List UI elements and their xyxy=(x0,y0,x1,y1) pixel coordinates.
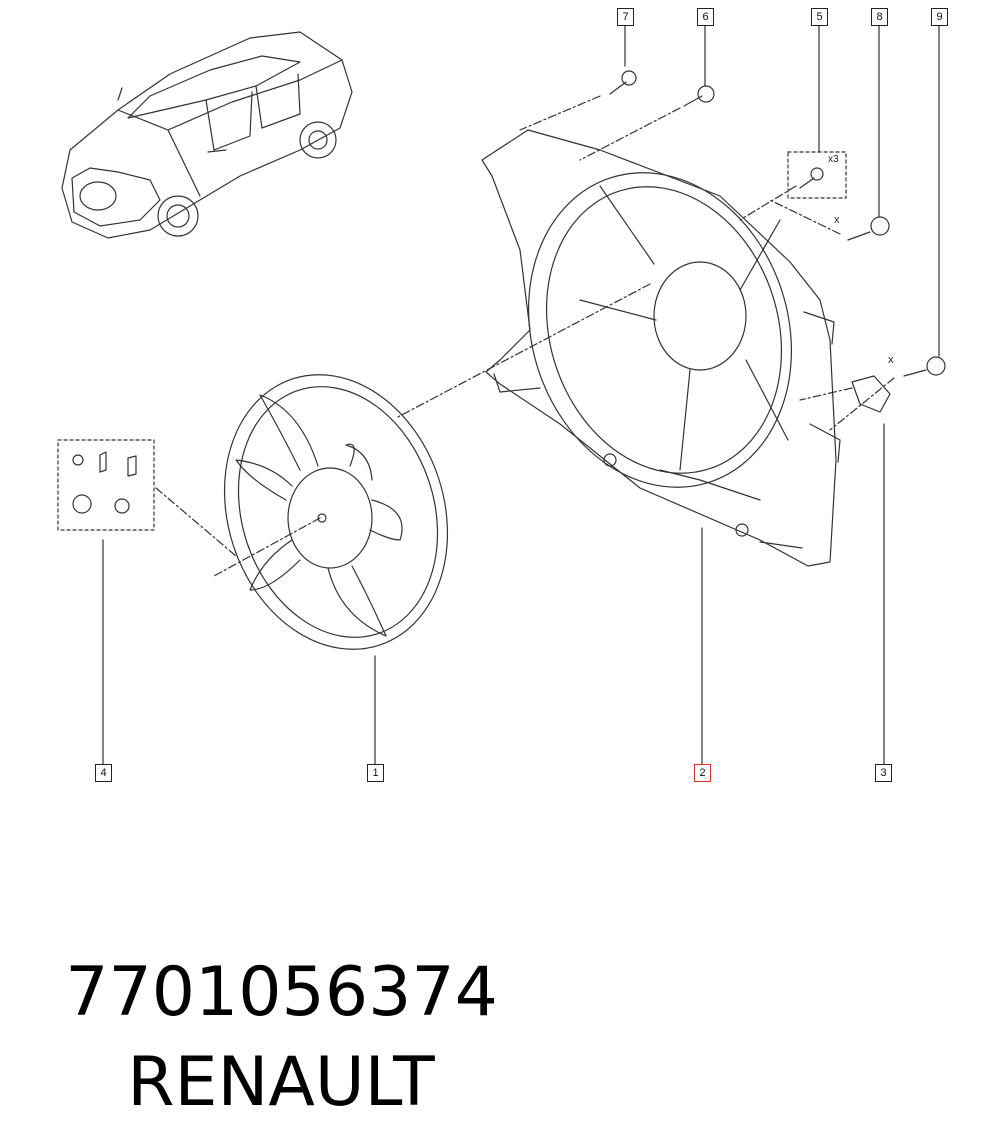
callout-4: 4 xyxy=(95,764,112,782)
callout-1: 1 xyxy=(367,764,384,782)
fan-shroud-frame xyxy=(481,129,841,567)
callout-2-highlighted: 2 xyxy=(694,764,711,782)
callout-8: 8 xyxy=(871,8,888,26)
callout-5: 5 xyxy=(811,8,828,26)
fan-blade-assembly xyxy=(223,374,449,650)
part-footer: 7701056374 RENAULT xyxy=(22,858,982,1122)
quantity-label-5: x3 xyxy=(828,154,839,165)
part-number: 7701056374 xyxy=(65,953,498,1032)
nut-8 xyxy=(847,216,890,241)
screw-5 xyxy=(787,151,847,199)
callout-9: 9 xyxy=(931,8,948,26)
callout-3: 3 xyxy=(875,764,892,782)
callout-7: 7 xyxy=(617,8,634,26)
nut-9 xyxy=(903,356,946,377)
grommet-3 xyxy=(851,375,891,413)
callout-6: 6 xyxy=(697,8,714,26)
exploded-parts-diagram xyxy=(57,25,946,765)
fastener-kit-4 xyxy=(57,439,155,531)
brand-name: RENAULT xyxy=(127,1043,435,1122)
x-marker-8: x xyxy=(834,214,840,226)
screw-6 xyxy=(683,85,715,107)
assembly-lines xyxy=(155,95,895,577)
x-marker-9: x xyxy=(888,354,894,366)
car-illustration xyxy=(61,31,353,239)
leader-lines xyxy=(102,25,940,765)
screw-7 xyxy=(609,70,637,95)
